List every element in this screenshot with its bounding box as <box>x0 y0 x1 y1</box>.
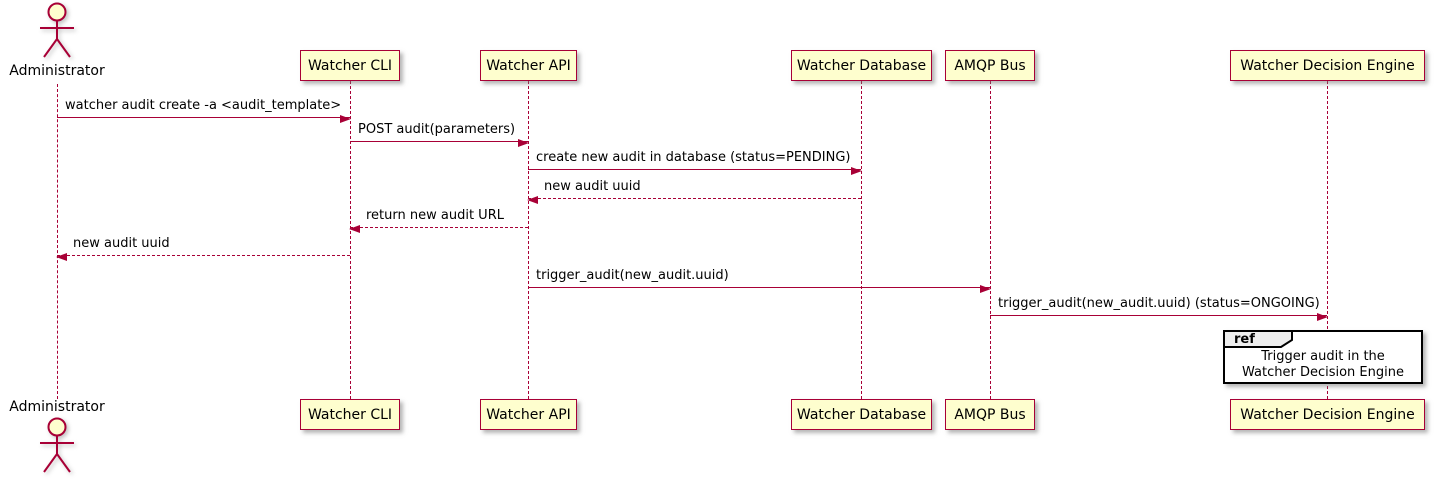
message-line <box>990 315 1327 316</box>
message-line <box>528 198 861 199</box>
participant-watcher-api-top: Watcher API <box>480 50 577 81</box>
message-label: new audit uuid <box>73 236 170 251</box>
lifeline-watcher-database <box>861 81 862 399</box>
participant-watcher-cli-bottom: Watcher CLI <box>300 399 400 430</box>
message-label: create new audit in database (status=PEN… <box>536 150 851 165</box>
message-label: trigger_audit(new_audit.uuid) <box>536 268 729 283</box>
arrowhead-icon <box>56 252 67 261</box>
arrowhead-icon <box>1317 312 1328 321</box>
arrowhead-icon <box>340 114 351 123</box>
participant-watcher-api-bottom: Watcher API <box>480 399 577 430</box>
actor-icon <box>40 2 74 58</box>
message-line <box>528 287 990 288</box>
message-label: POST audit(parameters) <box>358 122 516 137</box>
message-line <box>528 169 861 170</box>
actor-label-top: Administrator <box>9 63 105 79</box>
lifeline-watcher-decision-engine <box>1327 81 1328 399</box>
message-post-audit: POST audit(parameters) <box>350 122 529 147</box>
message-create-new-audit: create new audit in database (status=PEN… <box>528 150 862 175</box>
message-label: return new audit URL <box>366 208 504 223</box>
message-return-audit-url: return new audit URL <box>349 208 528 233</box>
ref-fragment: ref Trigger audit in the Watcher Decisio… <box>1223 330 1423 384</box>
message-trigger-audit: trigger_audit(new_audit.uuid) <box>528 268 991 293</box>
message-audit-create: watcher audit create -a <audit_template> <box>57 98 351 123</box>
lifeline-watcher-api <box>528 81 529 399</box>
participant-watcher-cli-top: Watcher CLI <box>300 50 400 81</box>
ref-text-line: Watcher Decision Engine <box>1242 365 1404 380</box>
lifeline-amqp-bus <box>990 81 991 399</box>
message-line <box>350 227 528 228</box>
message-new-audit-uuid-db: new audit uuid <box>527 179 861 204</box>
message-label: trigger_audit(new_audit.uuid) (status=ON… <box>998 296 1320 311</box>
participant-amqp-bus-bottom: AMQP Bus <box>945 399 1035 430</box>
actor-icon <box>40 417 74 473</box>
participant-watcher-decision-engine-top: Watcher Decision Engine <box>1230 50 1425 81</box>
ref-keyword: ref <box>1234 332 1255 347</box>
message-label: new audit uuid <box>544 179 641 194</box>
arrowhead-icon <box>980 284 991 293</box>
arrowhead-icon <box>349 224 360 233</box>
ref-text: Trigger audit in the Watcher Decision En… <box>1225 349 1421 381</box>
message-line <box>57 117 350 118</box>
message-line <box>57 255 350 256</box>
participant-watcher-decision-engine-bottom: Watcher Decision Engine <box>1230 399 1425 430</box>
arrowhead-icon <box>527 195 538 204</box>
ref-text-line: Trigger audit in the <box>1261 349 1385 364</box>
participant-amqp-bus-top: AMQP Bus <box>945 50 1035 81</box>
participant-watcher-database-top: Watcher Database <box>791 50 932 81</box>
arrowhead-icon <box>518 138 529 147</box>
participant-watcher-database-bottom: Watcher Database <box>791 399 932 430</box>
arrowhead-icon <box>851 166 862 175</box>
message-label: watcher audit create -a <audit_template> <box>65 98 342 113</box>
message-trigger-audit-ongoing: trigger_audit(new_audit.uuid) (status=ON… <box>990 296 1328 321</box>
actor-label-bottom: Administrator <box>9 399 105 415</box>
lifeline-watcher-cli <box>350 81 351 399</box>
message-new-audit-uuid-cli: new audit uuid <box>56 236 350 261</box>
message-line <box>350 141 528 142</box>
ref-header-shape <box>1223 330 1293 348</box>
lifeline-administrator <box>57 84 58 399</box>
